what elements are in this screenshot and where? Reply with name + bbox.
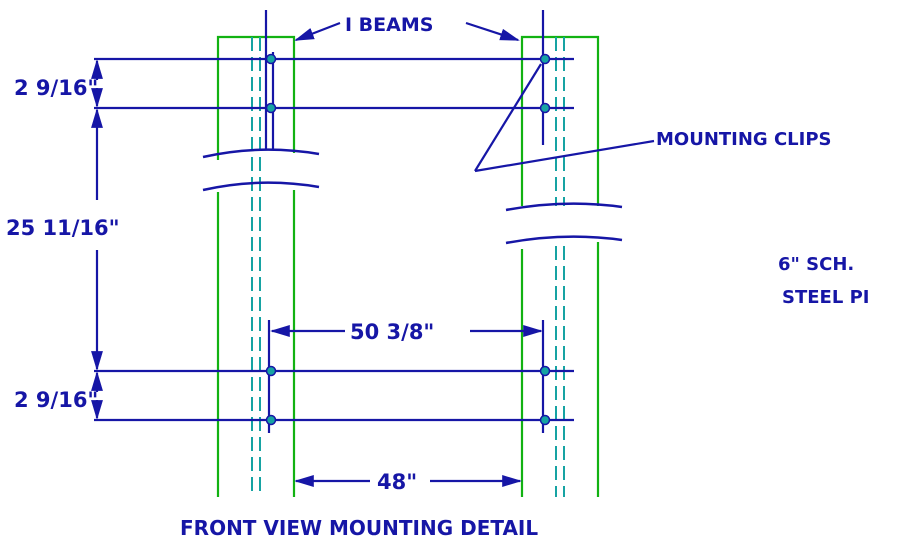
clip-dot	[539, 102, 551, 114]
beam-lines	[94, 57, 574, 422]
leaders	[294, 21, 655, 173]
width-dimensions	[270, 325, 543, 487]
i-beam-stems	[264, 10, 545, 433]
pipe-spec-line2: STEEL PI	[782, 287, 869, 308]
i-beams-leader-left	[294, 21, 341, 42]
left-pipe	[202, 35, 320, 497]
clip-dot	[265, 365, 277, 377]
right-pipe-top-outline	[520, 35, 600, 206]
left-break-line-lower	[202, 181, 320, 192]
right-pipe	[505, 35, 623, 497]
drawing-title: FRONT VIEW MOUNTING DETAIL	[180, 516, 538, 540]
right-break-line-lower	[505, 235, 623, 245]
mounting-clips-leader-diag	[474, 63, 542, 172]
clip-dot	[265, 102, 277, 114]
clip-dot	[265, 53, 277, 65]
i-beams-leader-right	[465, 21, 520, 42]
mounting-clips-leader-main	[474, 139, 655, 173]
dim-top-label: 2 9/16"	[14, 76, 98, 100]
clip-dot	[265, 414, 277, 426]
i-beams-label: I BEAMS	[345, 14, 433, 36]
dim-inner-width-label: 48"	[377, 470, 417, 494]
clip-dot	[539, 365, 551, 377]
left-pipe-top-outline	[216, 35, 296, 160]
dim-outer-width-label: 50 3/8"	[350, 320, 434, 344]
left-break-line-upper	[202, 148, 320, 159]
clip-dot	[539, 414, 551, 426]
right-break-line-upper	[505, 202, 623, 212]
mounting-clips-label: MOUNTING CLIPS	[656, 129, 832, 150]
mounting-clip-dots	[265, 53, 551, 426]
clip-dot	[539, 53, 551, 65]
dim-bottom-label: 2 9/16"	[14, 388, 98, 412]
dim-middle-label: 25 11/16"	[6, 216, 120, 240]
pipe-spec-line1: 6" SCH.	[778, 254, 854, 275]
